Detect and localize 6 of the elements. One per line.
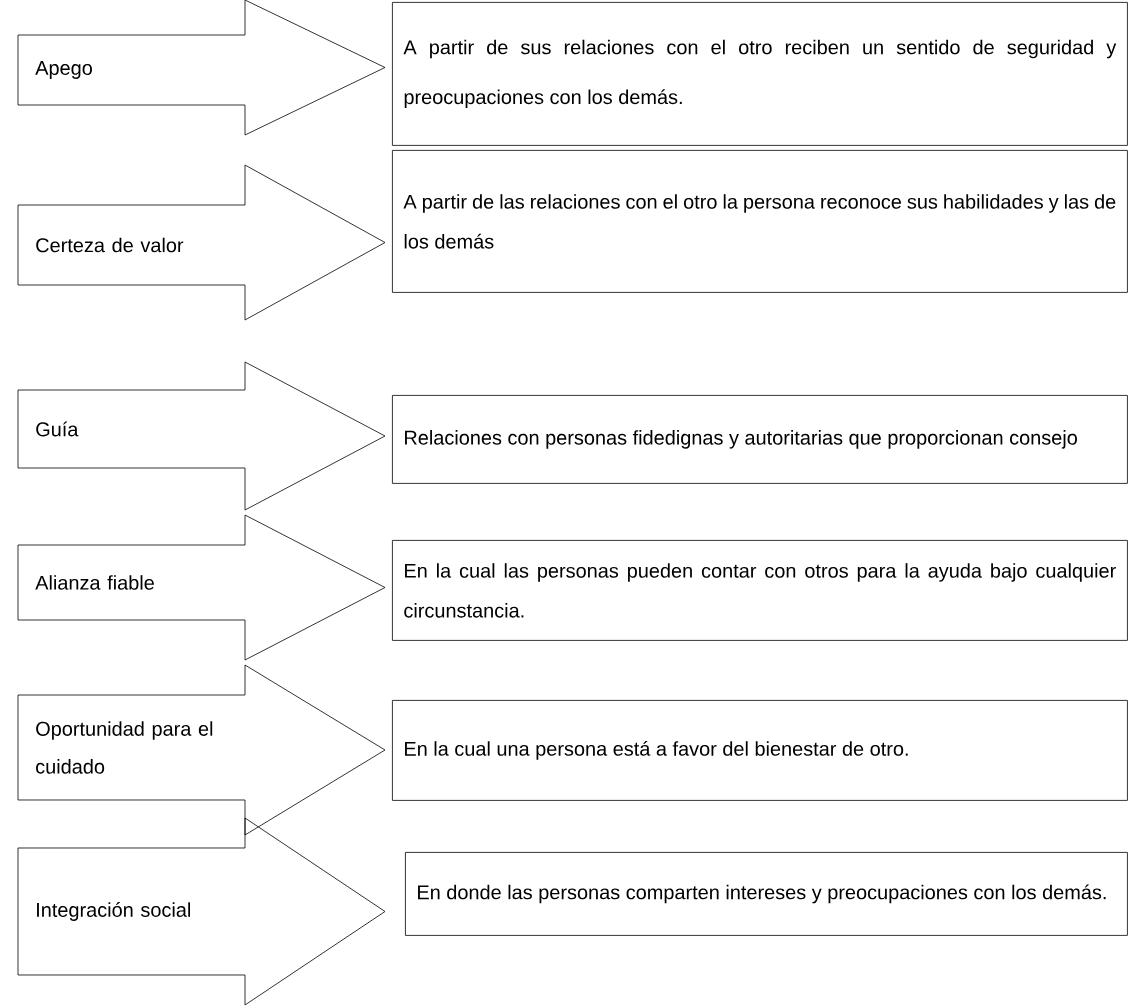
text-box: En donde las personas comparten intereses y preocupaciones con los demás. [405,852,1128,936]
text-box: A partir de las relaciones con el otro la persona reconoce sus habilidades y las de los demás [392,150,1128,293]
text-box: En la cual una persona está a favor del bienestar de otro. [392,700,1128,801]
text-box: En la cual las personas pueden contar con otros para la ayuda bajo cualquier circunstancia. [392,540,1128,641]
text-box: Relaciones con personas fidedignas y autoritarias que proporcionan consejo [392,395,1128,484]
text-box: A partir de sus relaciones con el otro reciben un sentido de seguridad y preocupaciones con los demás. [392,2,1128,146]
